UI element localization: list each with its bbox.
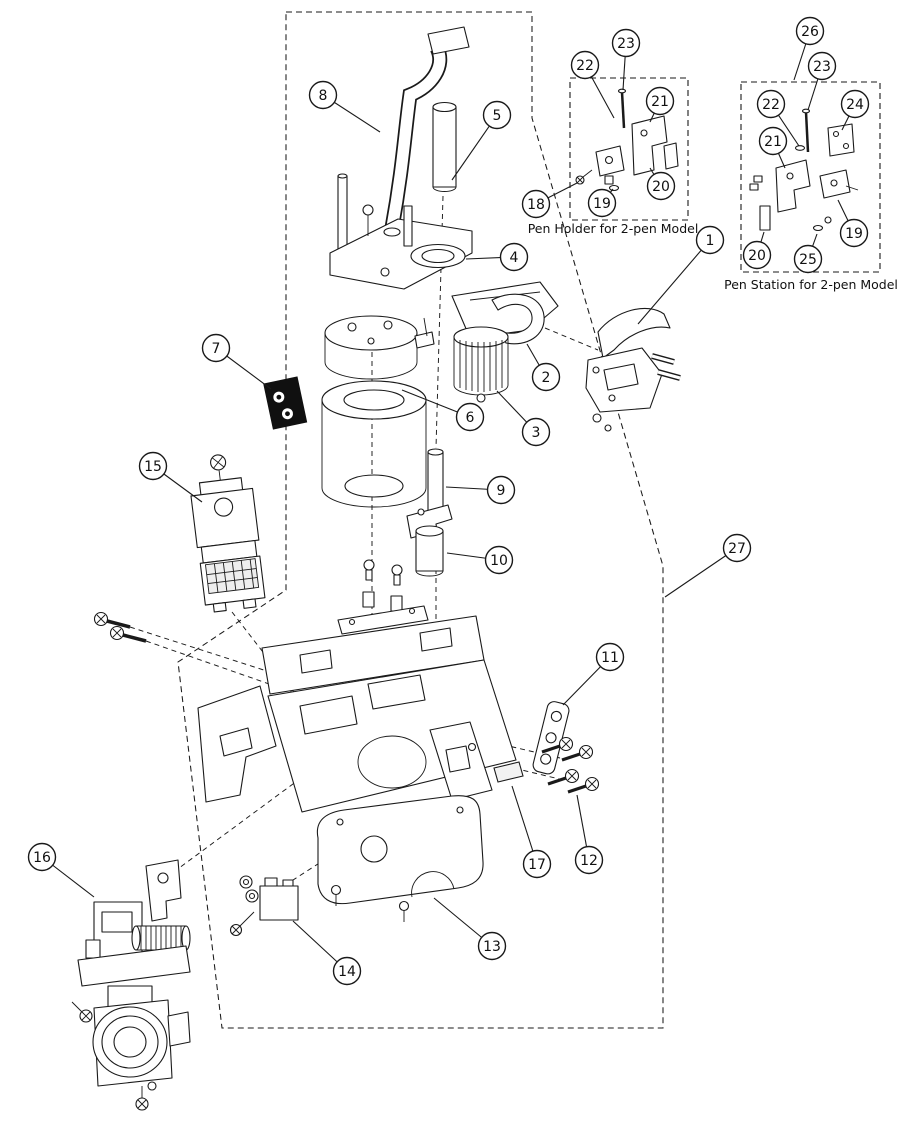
- callout-2-bubble-18: [531, 362, 561, 392]
- callout-23-number-3: 23: [617, 36, 635, 52]
- callout-21-bubble-9: [758, 126, 788, 156]
- top-arm-drawing: [329, 26, 473, 290]
- callout-10-bubble-24: [484, 545, 514, 575]
- callout-20-number-12: 20: [652, 179, 670, 195]
- motor-drum-drawing: [321, 315, 453, 577]
- callout-24-bubble-7: [840, 89, 870, 119]
- callout-21-bubble-4: [645, 86, 675, 116]
- callout-4-number-17: 4: [510, 250, 519, 266]
- callout-23-bubble-3: [611, 28, 641, 58]
- callout-7-bubble-20: [201, 333, 231, 363]
- callout-3-bubble-19: [521, 417, 551, 447]
- callout-12-number-28: 12: [580, 853, 598, 869]
- callout-20-bubble-12: [646, 171, 676, 201]
- motor-block-drawing: [229, 875, 299, 937]
- callout-23-number-6: 23: [813, 59, 831, 75]
- callout-22-bubble-2: [570, 50, 600, 80]
- callout-8-bubble-0: [308, 80, 338, 110]
- callout-10-number-24: 10: [490, 553, 508, 569]
- callout-6-bubble-21: [455, 402, 485, 432]
- pen-holder-parts-drawing: [575, 88, 679, 192]
- bracket-and-screws-drawing: [493, 701, 600, 794]
- callout-14-number-31: 14: [338, 964, 356, 980]
- callout-5-bubble-1: [482, 100, 512, 130]
- callout-21-number-9: 21: [764, 134, 782, 150]
- sensor-panel-drawing: [263, 376, 308, 430]
- callout-11-bubble-26: [595, 642, 625, 672]
- callout-15-number-22: 15: [144, 459, 162, 475]
- callout-18-number-10: 18: [527, 197, 545, 213]
- callout-25-bubble-15: [793, 244, 823, 274]
- chassis-drawing: [197, 559, 517, 922]
- callout-20-number-14: 20: [748, 248, 766, 264]
- callout-19-bubble-11: [587, 188, 617, 218]
- callout-5-number-1: 5: [493, 108, 502, 124]
- callout-1-bubble-13: [695, 225, 725, 255]
- callout-26-number-5: 26: [801, 24, 819, 40]
- chassis-screws-left-drawing: [93, 611, 147, 643]
- callout-22-number-8: 22: [762, 97, 780, 113]
- callout-21-number-4: 21: [651, 94, 669, 110]
- callout-4-bubble-17: [499, 242, 529, 272]
- callout-19-number-11: 19: [593, 196, 611, 212]
- callout-22-bubble-8: [756, 89, 786, 119]
- callout-15-bubble-22: [138, 451, 168, 481]
- callout-24-number-7: 24: [846, 97, 864, 113]
- callout-14-bubble-31: [332, 956, 362, 986]
- pen-holder-box-caption: Pen Holder for 2-pen Model: [528, 221, 699, 236]
- callout-7-number-20: 7: [212, 341, 221, 357]
- pen-station-box-caption: Pen Station for 2-pen Model: [724, 277, 898, 292]
- callout-13-number-30: 13: [483, 939, 501, 955]
- paper-feed-drawing: [71, 859, 191, 1111]
- callout-22-number-2: 22: [576, 58, 594, 74]
- callout-19-bubble-16: [839, 218, 869, 248]
- callout-16-bubble-29: [27, 842, 57, 872]
- callout-11-number-26: 11: [601, 650, 619, 666]
- callout-9-bubble-23: [486, 475, 516, 505]
- callout-18-bubble-10: [521, 189, 551, 219]
- callout-19-number-16: 19: [845, 226, 863, 242]
- callout-27-bubble-25: [722, 533, 752, 563]
- callout-27-number-25: 27: [728, 541, 746, 557]
- callout-13-bubble-30: [477, 931, 507, 961]
- callout-20-bubble-14: [742, 240, 772, 270]
- callout-8-number-0: 8: [319, 88, 328, 104]
- callout-26-bubble-5: [795, 16, 825, 46]
- callout-9-number-23: 9: [497, 483, 506, 499]
- callout-3-number-19: 3: [532, 425, 541, 441]
- callout-1-number-13: 1: [706, 233, 715, 249]
- callout-16-number-29: 16: [33, 850, 51, 866]
- callout-23-bubble-6: [807, 51, 837, 81]
- callout-12-bubble-28: [574, 845, 604, 875]
- callout-17-bubble-27: [522, 849, 552, 879]
- callout-27-leader: [664, 547, 738, 598]
- callout-6-number-21: 6: [466, 410, 475, 426]
- pen-station-parts-drawing: [749, 108, 859, 232]
- boundary-outline: [177, 11, 664, 1029]
- pump-drawing: [190, 454, 266, 613]
- callout-25-number-15: 25: [799, 252, 817, 268]
- callout-17-number-27: 17: [528, 857, 546, 873]
- pen-station-box: [740, 81, 881, 273]
- pen-arm-drawing: [585, 307, 681, 432]
- callout-1-leader: [637, 239, 711, 325]
- carriage-drawing: [451, 281, 559, 403]
- callout-2-number-18: 2: [542, 370, 551, 386]
